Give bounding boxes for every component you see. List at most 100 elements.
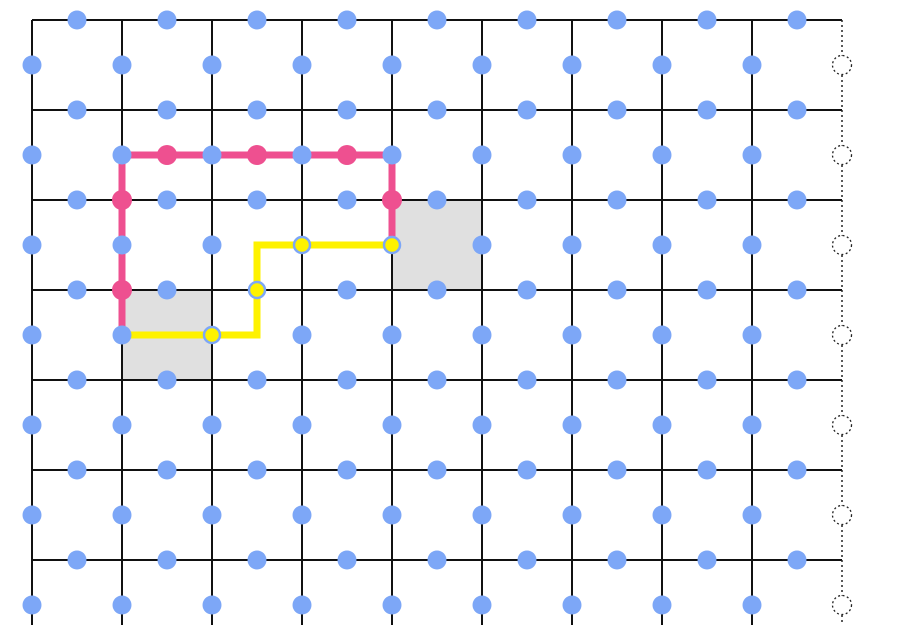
- qubit: [157, 190, 177, 210]
- qubit: [787, 460, 807, 480]
- qubit: [22, 145, 42, 165]
- qubit: [427, 100, 447, 120]
- yellow-marked-qubit: [247, 280, 267, 300]
- qubit: [607, 460, 627, 480]
- qubit: [247, 460, 267, 480]
- qubit: [337, 10, 357, 30]
- qubit: [427, 370, 447, 390]
- qubit: [697, 190, 717, 210]
- qubit: [67, 100, 87, 120]
- qubit: [157, 370, 177, 390]
- qubit: [202, 595, 222, 615]
- qubit: [697, 460, 717, 480]
- qubit: [787, 100, 807, 120]
- qubit: [337, 370, 357, 390]
- qubit: [247, 10, 267, 30]
- qubit: [472, 325, 492, 345]
- qubit: [517, 460, 537, 480]
- qubit: [67, 10, 87, 30]
- qubit: [202, 415, 222, 435]
- qubit: [562, 145, 582, 165]
- qubit: [337, 550, 357, 570]
- qubit: [337, 100, 357, 120]
- pink-marked-qubit: [157, 145, 177, 165]
- boundary-qubit: [831, 594, 853, 616]
- qubit: [292, 145, 312, 165]
- qubit: [742, 505, 762, 525]
- boundary-qubit: [831, 324, 853, 346]
- qubit: [67, 370, 87, 390]
- qubit: [607, 100, 627, 120]
- qubit: [607, 10, 627, 30]
- qubit: [247, 190, 267, 210]
- qubit: [742, 325, 762, 345]
- qubit: [67, 280, 87, 300]
- qubit: [472, 505, 492, 525]
- qubit: [652, 325, 672, 345]
- qubit: [697, 280, 717, 300]
- marked-qubits: [112, 145, 402, 345]
- qubit: [652, 415, 672, 435]
- qubit: [472, 55, 492, 75]
- qubit: [562, 55, 582, 75]
- qubit: [697, 100, 717, 120]
- qubit: [517, 550, 537, 570]
- qubit: [382, 595, 402, 615]
- qubit: [22, 235, 42, 255]
- qubit: [427, 550, 447, 570]
- qubit: [562, 505, 582, 525]
- qubit: [562, 415, 582, 435]
- qubit: [337, 460, 357, 480]
- qubit: [382, 55, 402, 75]
- qubit: [562, 595, 582, 615]
- qubit: [517, 10, 537, 30]
- qubit: [247, 550, 267, 570]
- qubit: [562, 235, 582, 255]
- yellow-marked-qubit: [202, 325, 222, 345]
- qubit: [157, 10, 177, 30]
- qubit: [517, 280, 537, 300]
- boundary-qubit: [831, 54, 853, 76]
- qubit: [292, 595, 312, 615]
- qubit: [742, 55, 762, 75]
- qubit: [157, 100, 177, 120]
- qubit: [427, 460, 447, 480]
- qubit: [202, 145, 222, 165]
- yellow-marked-qubit: [382, 235, 402, 255]
- qubit: [472, 415, 492, 435]
- qubit: [472, 595, 492, 615]
- highlighted-plaquette: [392, 200, 482, 290]
- qubit: [292, 325, 312, 345]
- qubit: [202, 505, 222, 525]
- qubit: [112, 325, 132, 345]
- qubit: [742, 595, 762, 615]
- open-boundary: [831, 20, 853, 625]
- qubit: [67, 190, 87, 210]
- qubit: [472, 145, 492, 165]
- qubit: [292, 415, 312, 435]
- qubit: [157, 460, 177, 480]
- qubit: [22, 415, 42, 435]
- boundary-qubit: [831, 234, 853, 256]
- qubit: [517, 100, 537, 120]
- qubit: [337, 190, 357, 210]
- qubit: [697, 550, 717, 570]
- qubit: [112, 505, 132, 525]
- qubit: [652, 55, 672, 75]
- qubit: [742, 235, 762, 255]
- qubit: [427, 10, 447, 30]
- boundary-qubit: [831, 504, 853, 526]
- qubit: [427, 190, 447, 210]
- qubit: [112, 55, 132, 75]
- qubit: [472, 235, 492, 255]
- qubit: [382, 415, 402, 435]
- qubit: [112, 145, 132, 165]
- qubit: [607, 190, 627, 210]
- qubit: [787, 280, 807, 300]
- qubit: [697, 10, 717, 30]
- pink-marked-qubit: [382, 190, 402, 210]
- qubit: [382, 325, 402, 345]
- qubit: [787, 370, 807, 390]
- qubit: [292, 55, 312, 75]
